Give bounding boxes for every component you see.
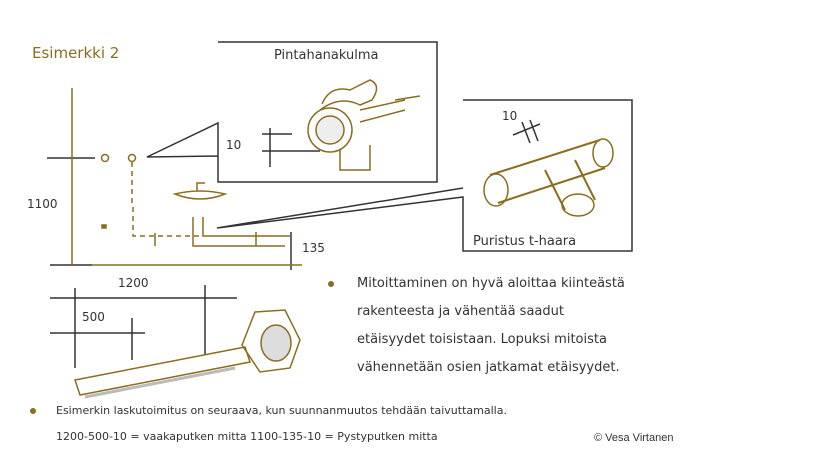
dimension-height: 1100 (27, 197, 58, 211)
bullet-line: vähennetään osien jatkamat etäisyydet. (357, 360, 620, 375)
callout-right-label: Puristus t-haara (473, 234, 577, 249)
callout-top-label: Pintahanakulma (274, 48, 379, 63)
bullet-text-1: Mitoittaminen on hyvä aloittaa kiinteäst… (357, 270, 625, 382)
dimension-width: 1200 (118, 276, 149, 290)
bullet-line: rakenteesta ja vähentää saadut (357, 304, 564, 319)
bullet-dot (328, 281, 334, 287)
callout-top-box (146, 41, 438, 183)
slide-title: Esimerkki 2 (32, 44, 120, 62)
callout-right-dimension: 10 (502, 109, 518, 123)
dimension-offset: 135 (302, 241, 325, 255)
bullet-dot (30, 408, 36, 414)
bullet-line: Mitoittaminen on hyvä aloittaa kiinteäst… (357, 276, 625, 291)
callout-top-dimension: 10 (226, 138, 242, 152)
bullet-text-2: Esimerkin laskutoimitus on seuraava, kun… (56, 404, 507, 417)
callout-right-box (216, 99, 633, 252)
dimension-inner: 500 (82, 310, 105, 324)
bullet-line: etäisyydet toisistaan. Lopuksi mitoista (357, 332, 607, 347)
formula-text: 1200-500-10 = vaakaputken mitta 1100-135… (56, 430, 438, 443)
copyright: © Vesa Virtanen (594, 432, 674, 444)
